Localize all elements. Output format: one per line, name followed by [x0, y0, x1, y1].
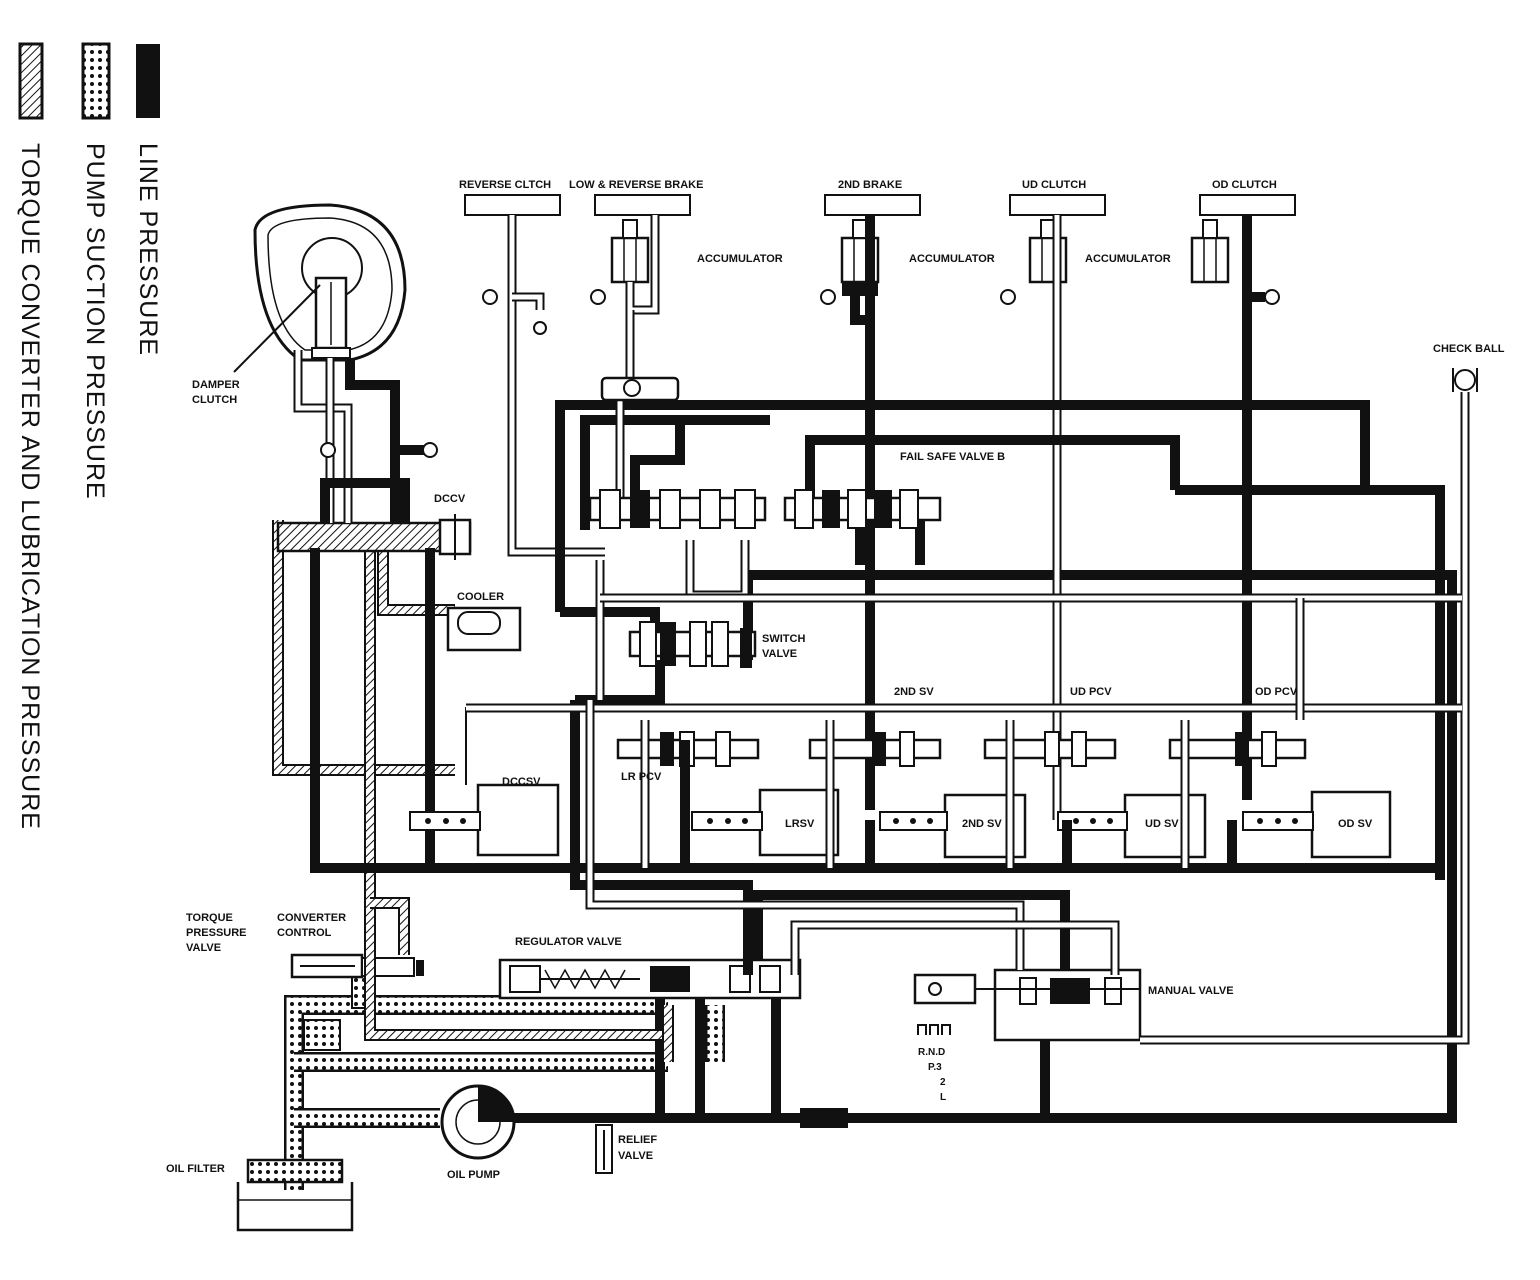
- low-reverse-brake-label: LOW & REVERSE BRAKE: [569, 179, 703, 191]
- solenoid-row: [640, 720, 1392, 868]
- dccv-valve-icon: [438, 514, 472, 560]
- ud-clutch-label: UD CLUTCH: [1022, 179, 1086, 191]
- second-brake-label: 2ND BRAKE: [838, 179, 902, 191]
- od-sv-label: OD SV: [1338, 818, 1373, 830]
- orifice-markers: [482, 289, 1280, 335]
- oil-filter-label: OIL FILTER: [166, 1163, 225, 1175]
- check-ball-icon: [1140, 368, 1478, 1045]
- manual-valve-icon: [913, 968, 1142, 1042]
- relief-valve-icon: [595, 1124, 613, 1174]
- relief-valve-label-2: VALVE: [618, 1150, 653, 1162]
- dccsv-label: DCCSV: [502, 776, 541, 788]
- torque-pressure-valve-label-3: VALVE: [186, 942, 221, 954]
- lrsv-label: LRSV: [785, 818, 815, 830]
- second-brake-box: [824, 194, 921, 216]
- accumulator-lr-icon: [610, 219, 650, 284]
- manual-valve-label: MANUAL VALVE: [1148, 985, 1234, 997]
- range-selector-icon: [917, 1024, 951, 1035]
- switch-valve-label-2: VALVE: [762, 648, 797, 660]
- 2nd-sv-solenoid-icon: [879, 793, 1027, 859]
- torque-converter-circuit: [272, 520, 674, 1062]
- converter-control-label-2: CONTROL: [277, 927, 332, 939]
- low-reverse-brake-box: [594, 194, 691, 216]
- torque-converter-icon: [253, 203, 407, 362]
- od-sv-solenoid-icon: [1242, 790, 1392, 859]
- torque-pressure-valve-label-1: TORQUE: [186, 912, 233, 924]
- bottom-circuit: [236, 570, 1457, 1232]
- reverse-clutch-box: [464, 194, 561, 216]
- ud-pcv-label: UD PCV: [1070, 686, 1112, 698]
- ud-clutch-box: [1009, 194, 1106, 216]
- reverse-clutch-label: REVERSE CLTCH: [459, 179, 551, 191]
- legend-torque-converter-swatch: [18, 42, 44, 120]
- switch-valve-icon: [628, 621, 757, 668]
- lr-shuttle-icon: [600, 376, 680, 402]
- fail-safe-valve-b-label: FAIL SAFE VALVE B: [900, 451, 1005, 463]
- cooler-label: COOLER: [457, 591, 504, 603]
- converter-control-label-1: CONVERTER: [277, 912, 346, 924]
- legend-line-pressure-swatch: [136, 44, 160, 118]
- fail-safe-valve-a-icon: [588, 489, 767, 529]
- legend: LINE PRESSURE PUMP SUCTION PRESSURE TORQ…: [16, 42, 162, 830]
- second-sv-top-label: 2ND SV: [894, 686, 934, 698]
- accumulator-label-1: ACCUMULATOR: [697, 253, 783, 265]
- accumulator-label-3: ACCUMULATOR: [1085, 253, 1171, 265]
- torque-pressure-valve-label-2: PRESSURE: [186, 927, 247, 939]
- pcv-row: [616, 731, 1307, 767]
- converter-lines: [293, 350, 1435, 873]
- od-pcv-icon: [1168, 731, 1307, 767]
- legend-pump-suction-label: PUMP SUCTION PRESSURE: [81, 143, 109, 500]
- 2nd-pcv-icon: [808, 731, 942, 767]
- od-pcv-label: OD PCV: [1255, 686, 1298, 698]
- upper-valve-body-lines: [466, 400, 1462, 975]
- oil-filter-icon: [236, 1158, 354, 1232]
- ud-sv-solenoid-icon: [1057, 793, 1207, 859]
- accumulator-od-icon: [1190, 219, 1230, 284]
- legend-torque-converter-label: TORQUE CONVERTER AND LUBRICATION PRESSUR…: [16, 143, 44, 830]
- lrsv-solenoid-icon: [691, 788, 840, 857]
- regulator-valve-icon: [498, 958, 802, 1000]
- range-position-4: L: [940, 1092, 946, 1103]
- legend-pump-suction-swatch: [81, 42, 111, 120]
- lr-pcv-label: LR PCV: [621, 771, 662, 783]
- od-clutch-label: OD CLUTCH: [1212, 179, 1277, 191]
- legend-line-pressure-label: LINE PRESSURE: [134, 143, 162, 356]
- relief-valve-label-1: RELIEF: [618, 1134, 657, 1146]
- range-position-3: 2: [940, 1077, 946, 1088]
- range-position-2: P.3: [928, 1062, 942, 1073]
- regulator-valve-label: REGULATOR VALVE: [515, 936, 622, 948]
- second-sv-label: 2ND SV: [962, 818, 1002, 830]
- labels: REVERSE CLTCH LOW & REVERSE BRAKE 2ND BR…: [166, 179, 1505, 1181]
- fail-safe-valve-b-icon: [783, 489, 942, 529]
- damper-clutch-label-1: DAMPER: [192, 379, 240, 391]
- accumulator-label-2: ACCUMULATOR: [909, 253, 995, 265]
- dccv-label: DCCV: [434, 493, 466, 505]
- ud-pcv-icon: [983, 731, 1117, 767]
- converter-control-valve-icon: [290, 953, 424, 979]
- switch-valve-label-1: SWITCH: [762, 633, 805, 645]
- oil-pump-label: OIL PUMP: [447, 1169, 500, 1181]
- check-ball-label: CHECK BALL: [1433, 343, 1505, 355]
- range-position-1: R.N.D: [918, 1047, 945, 1058]
- ud-sv-label: UD SV: [1145, 818, 1179, 830]
- damper-clutch-label-2: CLUTCH: [192, 394, 237, 406]
- cooler-icon: [446, 606, 522, 652]
- od-clutch-box: [1199, 194, 1296, 216]
- clutch-boxes: [464, 194, 1296, 216]
